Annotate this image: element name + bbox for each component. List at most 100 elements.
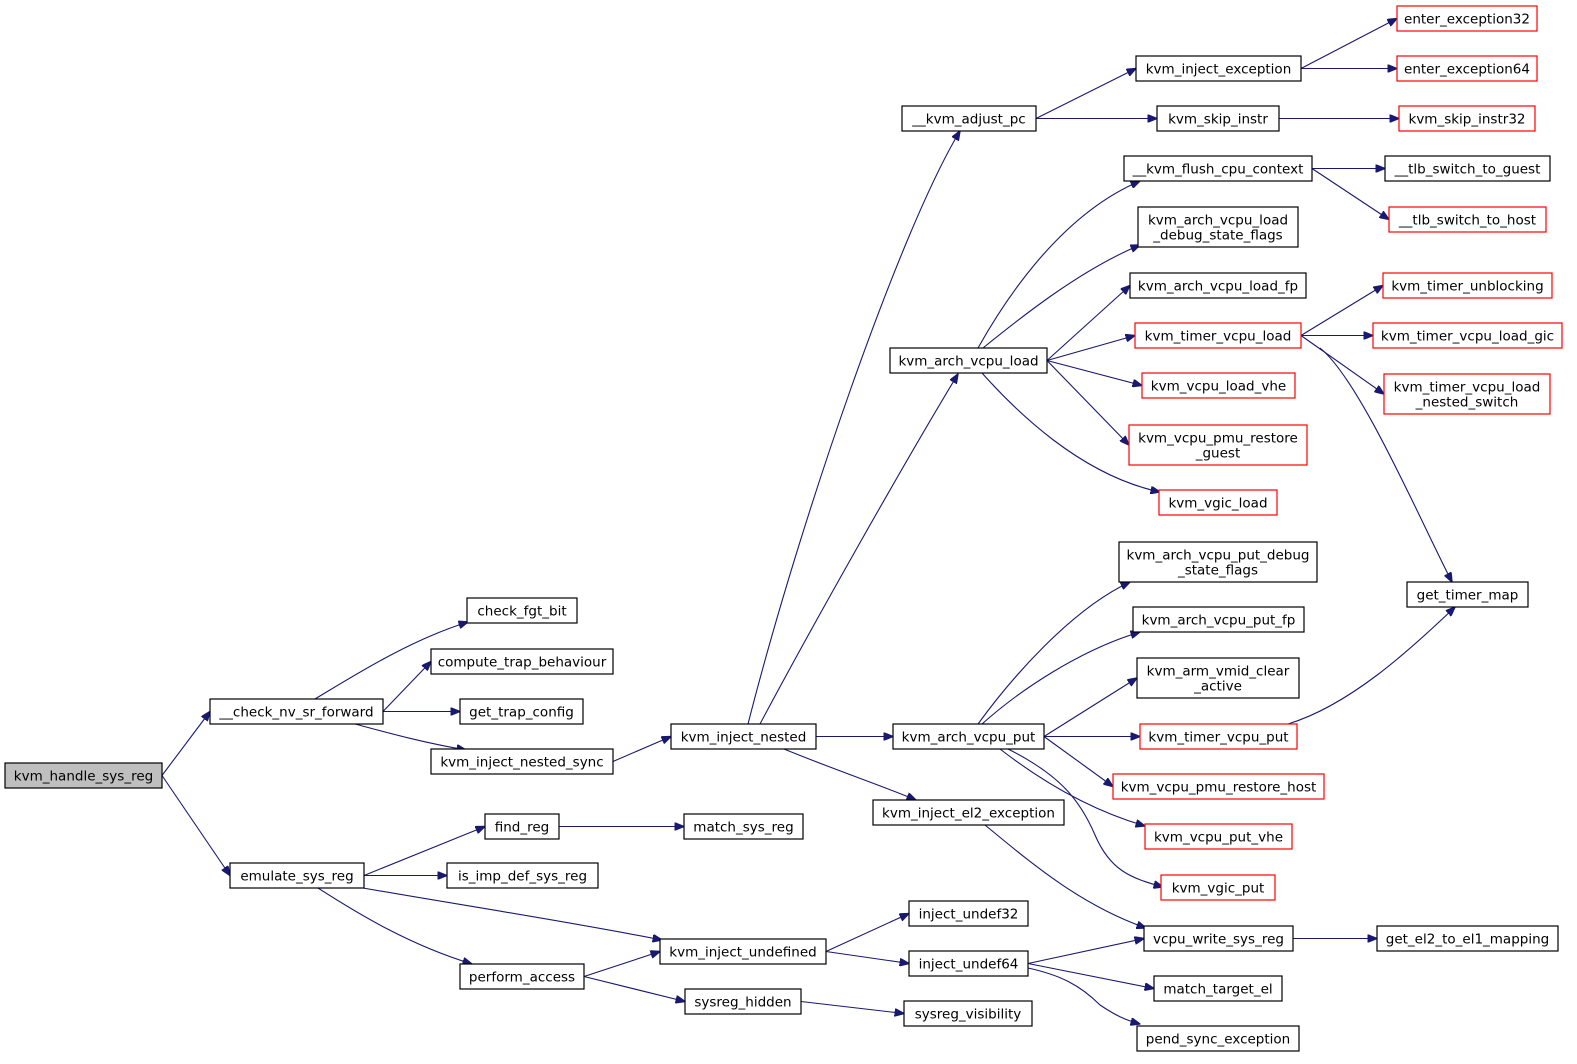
node-label: kvm_vcpu_load_vhe	[1151, 379, 1286, 395]
node-kvm_inject_exception[interactable]: kvm_inject_exception	[1135, 55, 1302, 82]
node-box	[1118, 541, 1318, 583]
node-box	[1134, 322, 1302, 349]
node-label: kvm_arm_vmid_clear	[1147, 664, 1290, 680]
edge-perform_access-to-sysreg_hidden	[583, 975, 685, 1002]
node-label: kvm_vcpu_pmu_restore_host	[1121, 780, 1317, 796]
node-kvm_inject_el2_exception[interactable]: kvm_inject_el2_exception	[872, 799, 1065, 826]
edge-kvm_arch_vcpu_load-to-kvm_flush_cpu_context	[977, 181, 1140, 349]
node-kvm_timer_unblocking[interactable]: kvm_timer_unblocking	[1382, 272, 1553, 299]
node-enter_exception32[interactable]: enter_exception32	[1396, 5, 1538, 32]
edge-kvm_arch_vcpu_put-to-kvm_arm_vmid_clear_active	[1043, 678, 1137, 737]
node-kvm_skip_instr[interactable]: kvm_skip_instr	[1156, 105, 1280, 132]
node-kvm_handle_sys_reg[interactable]: kvm_handle_sys_reg	[4, 762, 163, 789]
edge-kvm_handle_sys_reg-to-emulate_sys_reg	[161, 775, 230, 876]
node-kvm_skip_instr32[interactable]: kvm_skip_instr32	[1398, 105, 1536, 132]
node-label: sysreg_visibility	[915, 1007, 1022, 1023]
node-kvm_vgic_put[interactable]: kvm_vgic_put	[1160, 874, 1276, 901]
node-kvm_inject_nested_sync[interactable]: kvm_inject_nested_sync	[430, 748, 614, 775]
edge-emulate_sys_reg-to-find_reg	[363, 827, 485, 877]
node-label: kvm_inject_nested	[681, 730, 807, 746]
node-kvm_timer_vcpu_put[interactable]: kvm_timer_vcpu_put	[1139, 723, 1298, 750]
node-label: find_reg	[495, 820, 550, 836]
node-inject_undef32[interactable]: inject_undef32	[908, 900, 1029, 927]
node-find_reg[interactable]: find_reg	[484, 813, 560, 840]
node-label: kvm_timer_vcpu_put	[1148, 730, 1288, 746]
node-label: _active	[1193, 679, 1242, 695]
node-sysreg_visibility[interactable]: sysreg_visibility	[903, 1000, 1033, 1027]
node-box	[1136, 1025, 1300, 1052]
node-tlb_switch_to_host[interactable]: __tlb_switch_to_host	[1388, 206, 1547, 233]
node-get_timer_map[interactable]: get_timer_map	[1406, 581, 1529, 608]
edge-kvm_arch_vcpu_put-to-kvm_arch_vcpu_put_debug_state_flags	[977, 582, 1130, 725]
node-get_el2_to_el1_mapping[interactable]: get_el2_to_el1_mapping	[1376, 925, 1559, 952]
node-kvm_timer_vcpu_load[interactable]: kvm_timer_vcpu_load	[1134, 322, 1302, 349]
node-label: match_sys_reg	[693, 820, 793, 836]
edge-kvm_inject_nested-to-kvm_arch_vcpu_load	[759, 374, 958, 725]
node-box	[430, 648, 614, 675]
node-label: enter_exception64	[1404, 62, 1530, 78]
node-kvm_arch_vcpu_load_fp[interactable]: kvm_arch_vcpu_load_fp	[1129, 272, 1307, 299]
node-box	[1139, 723, 1298, 750]
node-kvm_vgic_load[interactable]: kvm_vgic_load	[1158, 489, 1278, 516]
edge-kvm_flush_cpu_context-to-tlb_switch_to_host	[1311, 168, 1389, 220]
node-box	[659, 938, 827, 965]
node-kvm_inject_nested[interactable]: kvm_inject_nested	[670, 723, 817, 750]
node-kvm_arch_vcpu_put_fp[interactable]: kvm_arch_vcpu_put_fp	[1132, 606, 1305, 633]
node-label: kvm_inject_nested_sync	[440, 755, 603, 771]
node-kvm_vcpu_load_vhe[interactable]: kvm_vcpu_load_vhe	[1141, 372, 1296, 399]
node-kvm_timer_vcpu_load_nested_switch[interactable]: kvm_timer_vcpu_load_nested_switch	[1383, 373, 1551, 415]
node-box	[459, 698, 584, 725]
node-check_fgt_bit[interactable]: check_fgt_bit	[466, 597, 578, 624]
node-emulate_sys_reg[interactable]: emulate_sys_reg	[229, 862, 365, 889]
node-label: pend_sync_exception	[1146, 1032, 1290, 1048]
node-box	[1382, 272, 1553, 299]
node-kvm_adjust_pc[interactable]: __kvm_adjust_pc	[901, 105, 1037, 132]
edge-kvm_timer_vcpu_load-to-kvm_timer_vcpu_load_nested_switch	[1300, 335, 1384, 395]
node-label: kvm_inject_undefined	[669, 945, 816, 961]
node-enter_exception64[interactable]: enter_exception64	[1396, 55, 1538, 82]
node-label: kvm_timer_vcpu_load_gic	[1381, 329, 1554, 345]
node-kvm_arch_vcpu_load_debug_state_flags[interactable]: kvm_arch_vcpu_load_debug_state_flags	[1137, 206, 1299, 248]
node-box	[1129, 272, 1307, 299]
node-check_nv_sr_forward[interactable]: __check_nv_sr_forward	[209, 698, 384, 725]
node-compute_trap_behaviour[interactable]: compute_trap_behaviour	[430, 648, 614, 675]
node-label: inject_undef64	[919, 957, 1019, 973]
node-perform_access[interactable]: perform_access	[459, 963, 585, 990]
node-sysreg_hidden[interactable]: sysreg_hidden	[684, 988, 802, 1015]
node-label: _nested_switch	[1415, 395, 1519, 411]
node-box	[209, 698, 384, 725]
node-match_sys_reg[interactable]: match_sys_reg	[683, 813, 804, 840]
node-kvm_vcpu_pmu_restore_host[interactable]: kvm_vcpu_pmu_restore_host	[1112, 773, 1325, 800]
node-inject_undef64[interactable]: inject_undef64	[908, 950, 1029, 977]
node-label: get_el2_to_el1_mapping	[1386, 932, 1549, 948]
node-box	[1158, 489, 1278, 516]
node-label: kvm_arch_vcpu_load	[1148, 213, 1288, 229]
node-match_target_el[interactable]: match_target_el	[1153, 975, 1283, 1002]
node-is_imp_def_sys_reg[interactable]: is_imp_def_sys_reg	[446, 862, 599, 889]
node-box	[1153, 975, 1283, 1002]
node-kvm_timer_vcpu_load_gic[interactable]: kvm_timer_vcpu_load_gic	[1372, 322, 1563, 349]
node-vcpu_write_sys_reg[interactable]: vcpu_write_sys_reg	[1143, 925, 1294, 952]
node-box	[908, 900, 1029, 927]
node-kvm_vcpu_put_vhe[interactable]: kvm_vcpu_put_vhe	[1144, 823, 1293, 850]
node-kvm_inject_undefined[interactable]: kvm_inject_undefined	[659, 938, 827, 965]
node-kvm_arm_vmid_clear_active[interactable]: kvm_arm_vmid_clear_active	[1136, 657, 1300, 699]
node-label: kvm_vgic_put	[1172, 881, 1265, 897]
edge-check_nv_sr_forward-to-kvm_inject_nested_sync	[354, 723, 466, 750]
node-label: vcpu_write_sys_reg	[1153, 932, 1284, 948]
node-kvm_arch_vcpu_put[interactable]: kvm_arch_vcpu_put	[892, 723, 1045, 750]
node-kvm_arch_vcpu_put_debug_state_flags[interactable]: kvm_arch_vcpu_put_debug_state_flags	[1118, 541, 1318, 583]
edge-kvm_timer_vcpu_put-to-get_timer_map	[1287, 607, 1455, 725]
node-kvm_arch_vcpu_load[interactable]: kvm_arch_vcpu_load	[889, 347, 1048, 374]
node-get_trap_config[interactable]: get_trap_config	[459, 698, 584, 725]
node-box	[1137, 206, 1299, 248]
node-box	[1372, 322, 1563, 349]
edge-kvm_inject_nested-to-kvm_inject_el2_exception	[783, 748, 916, 800]
node-pend_sync_exception[interactable]: pend_sync_exception	[1136, 1025, 1300, 1052]
node-kvm_vcpu_pmu_restore_guest[interactable]: kvm_vcpu_pmu_restore_guest	[1128, 424, 1308, 466]
edge-kvm_arch_vcpu_put-to-kvm_vcpu_pmu_restore_host	[1043, 736, 1113, 787]
node-tlb_switch_to_guest[interactable]: __tlb_switch_to_guest	[1384, 155, 1551, 182]
node-label: kvm_vcpu_pmu_restore	[1138, 431, 1298, 447]
node-kvm_flush_cpu_context[interactable]: __kvm_flush_cpu_context	[1123, 155, 1313, 182]
edge-perform_access-to-kvm_inject_undefined	[583, 952, 660, 978]
